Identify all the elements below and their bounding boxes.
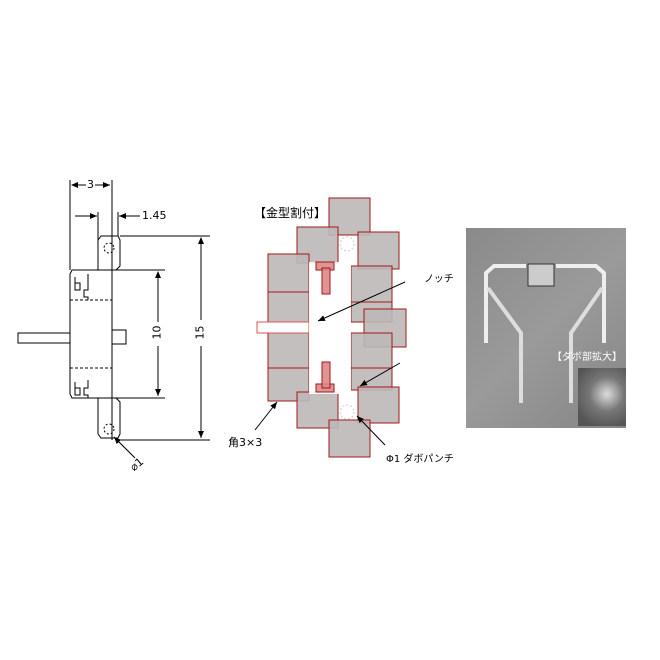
dim-width-label: 3	[86, 178, 95, 191]
die-layout	[256, 197, 407, 458]
inset-label: 【ダボ部拡大】	[552, 352, 622, 363]
dim-inner-height-label: 10	[150, 325, 164, 340]
inset-photo	[578, 368, 626, 426]
corner-label: 角3×3	[228, 436, 263, 449]
notch-label: ノッチ	[424, 274, 454, 285]
layout-title: 【金型割付】	[254, 206, 327, 220]
punch-label: Φ1 ダボパンチ	[386, 454, 454, 465]
callout-arrows	[254, 281, 406, 446]
terminal-shape	[484, 263, 606, 403]
dim-thickness-label: 1.45	[142, 209, 167, 222]
dim-total-height-label: 15	[193, 325, 207, 340]
side-view	[17, 180, 210, 459]
